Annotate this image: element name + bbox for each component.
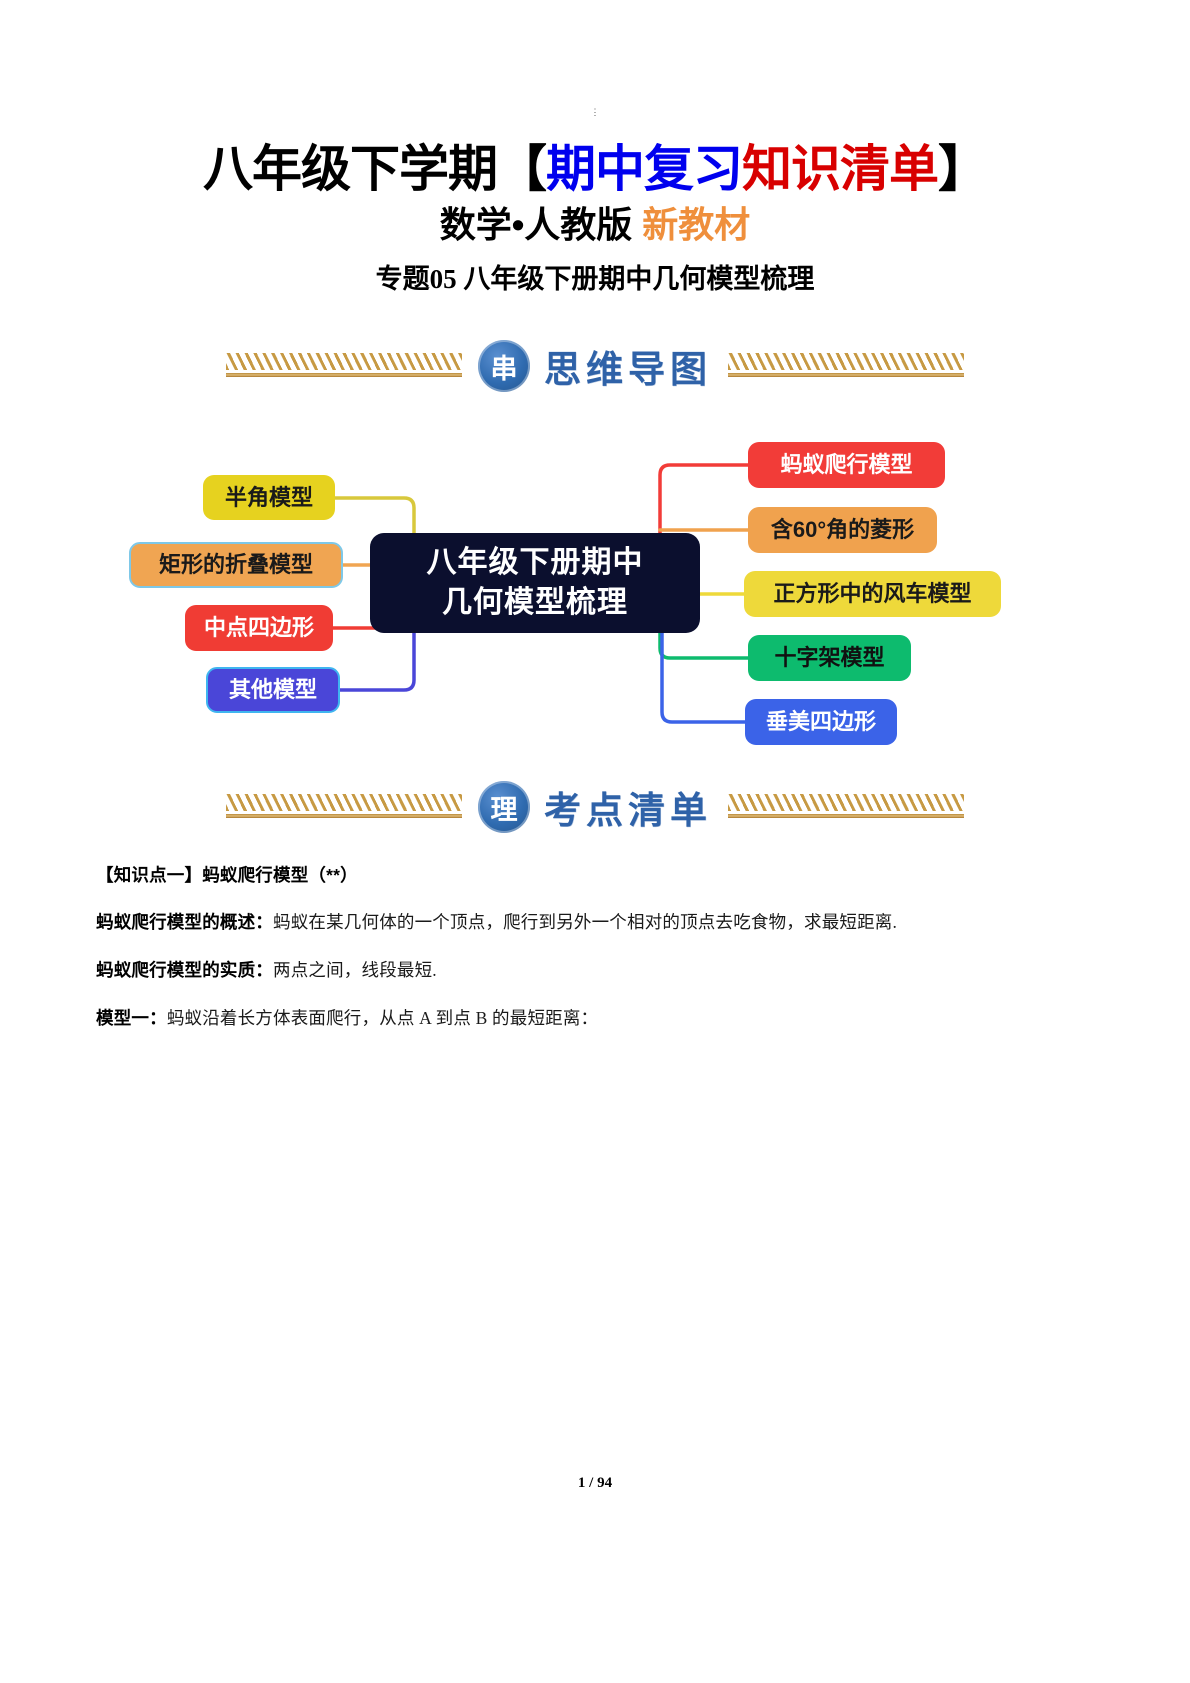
hatch-decoration-right <box>728 794 964 820</box>
hatch-decoration-right <box>728 353 964 379</box>
paragraph-label: 蚂蚁爬行模型的概述： <box>96 912 273 932</box>
paragraph-model-one: 模型一：蚂蚁沿着长方体表面爬行，从点 A 到点 B 的最短距离： <box>96 1005 1106 1031</box>
page-footer: 1 / 94 <box>577 1475 613 1491</box>
mindmap-node-midpoint-quadrilateral[interactable]: 中点四边形 <box>185 605 333 651</box>
title-segment-plain1: 八年级下学期【 <box>203 141 547 197</box>
seal-icon: 串 <box>478 340 530 392</box>
paragraph-overview: 蚂蚁爬行模型的概述：蚂蚁在某几何体的一个顶点，爬行到另外一个相对的顶点去吃食物，… <box>96 909 1106 935</box>
page-subtitle: 数学•人教版 新教材 <box>0 202 1190 248</box>
node-label: 正方形中的风车模型 <box>773 581 972 606</box>
mindmap-node-rhombus-60[interactable]: 含60°角的菱形 <box>748 507 937 553</box>
paragraph-label: 模型一： <box>96 1008 167 1028</box>
paragraph-label: 蚂蚁爬行模型的实质： <box>96 960 273 980</box>
banner-label: 考点清单 <box>544 791 712 832</box>
center-node-line2: 几何模型梳理 <box>442 586 628 619</box>
node-label: 矩形的折叠模型 <box>158 552 313 577</box>
mindmap-diagram: 八年级下册期中 几何模型梳理 半角模型 矩形的折叠模型 中点四边形 其他模型 蚂… <box>0 420 1190 760</box>
node-label: 半角模型 <box>224 484 313 510</box>
mindmap-node-windmill-square[interactable]: 正方形中的风车模型 <box>744 571 1001 617</box>
title-segment-blue: 期中复习 <box>546 141 743 197</box>
mindmap-node-ant-crawl[interactable]: 蚂蚁爬行模型 <box>748 442 945 488</box>
title-segment-plain2: 】 <box>938 141 988 197</box>
knowledge-point-heading: 【知识点一】蚂蚁爬行模型（**） <box>96 865 358 885</box>
banner-core-checklist: 理 考点清单 <box>462 780 728 834</box>
mindmap-node-perpendicular-quadrilateral[interactable]: 垂美四边形 <box>745 699 897 745</box>
paragraph-text: 蚂蚁在某几何体的一个顶点，爬行到另外一个相对的顶点去吃食物，求最短距离. <box>273 912 898 932</box>
node-label: 其他模型 <box>228 677 317 702</box>
mindmap-node-half-angle[interactable]: 半角模型 <box>203 475 335 520</box>
topic-line: 专题05 八年级下册期中几何模型梳理 <box>375 264 815 294</box>
node-label: 蚂蚁爬行模型 <box>780 452 913 477</box>
subtitle-segment-plain: 数学•人教版 <box>439 204 643 245</box>
banner-checklist: 理 考点清单 <box>0 775 1190 839</box>
node-label: 含60°角的菱形 <box>770 517 915 542</box>
hatch-decoration-left <box>226 794 462 820</box>
banner-core-mindmap: 串 思维导图 <box>462 339 728 393</box>
content-body: 【知识点一】蚂蚁爬行模型（**） 蚂蚁爬行模型的概述：蚂蚁在某几何体的一个顶点，… <box>96 862 1106 1053</box>
paragraph-text: 蚂蚁沿着长方体表面爬行，从点 A 到点 B 的最短距离： <box>166 1008 599 1028</box>
page-title: 八年级下学期【期中复习知识清单】 <box>0 138 1190 200</box>
node-label: 中点四边形 <box>203 615 314 640</box>
tiny-mark: ⋮ <box>590 107 600 117</box>
subtitle-segment-orange: 新教材 <box>642 204 751 245</box>
banner-label: 思维导图 <box>544 350 712 391</box>
node-label: 十字架模型 <box>774 645 885 670</box>
seal-icon: 理 <box>478 781 530 833</box>
title-segment-red: 知识清单 <box>742 141 939 197</box>
mindmap-connectors <box>331 463 750 724</box>
banner-mindmap: 串 思维导图 <box>0 334 1190 398</box>
node-label: 垂美四边形 <box>765 709 876 734</box>
mindmap-node-rectangle-fold[interactable]: 矩形的折叠模型 <box>129 542 343 588</box>
title-block: ⋮ 八年级下学期【期中复习知识清单】 数学•人教版 新教材 专题05 八年级下册… <box>0 108 1190 298</box>
paragraph-essence: 蚂蚁爬行模型的实质：两点之间，线段最短. <box>96 957 1106 983</box>
hatch-decoration-left <box>226 353 462 379</box>
mindmap-center-node: 八年级下册期中 几何模型梳理 <box>370 533 700 633</box>
paragraph-text: 两点之间，线段最短. <box>273 960 437 980</box>
mindmap-node-cross-frame[interactable]: 十字架模型 <box>748 635 911 681</box>
mindmap-node-other-models[interactable]: 其他模型 <box>206 667 340 713</box>
center-node-line1: 八年级下册期中 <box>426 546 644 579</box>
